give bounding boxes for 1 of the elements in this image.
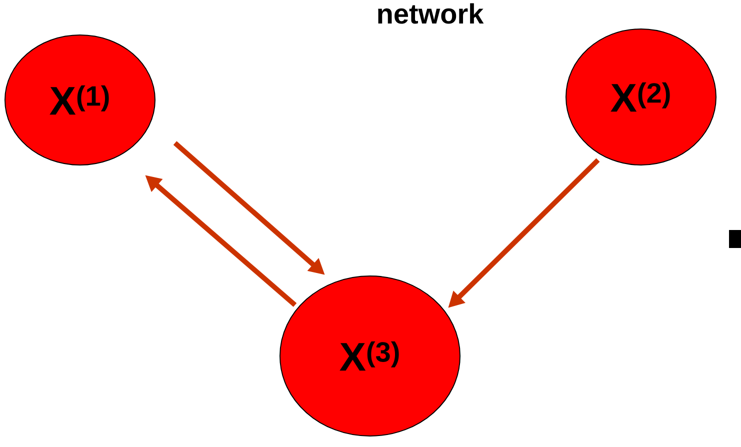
title: network (378, 3, 484, 24)
